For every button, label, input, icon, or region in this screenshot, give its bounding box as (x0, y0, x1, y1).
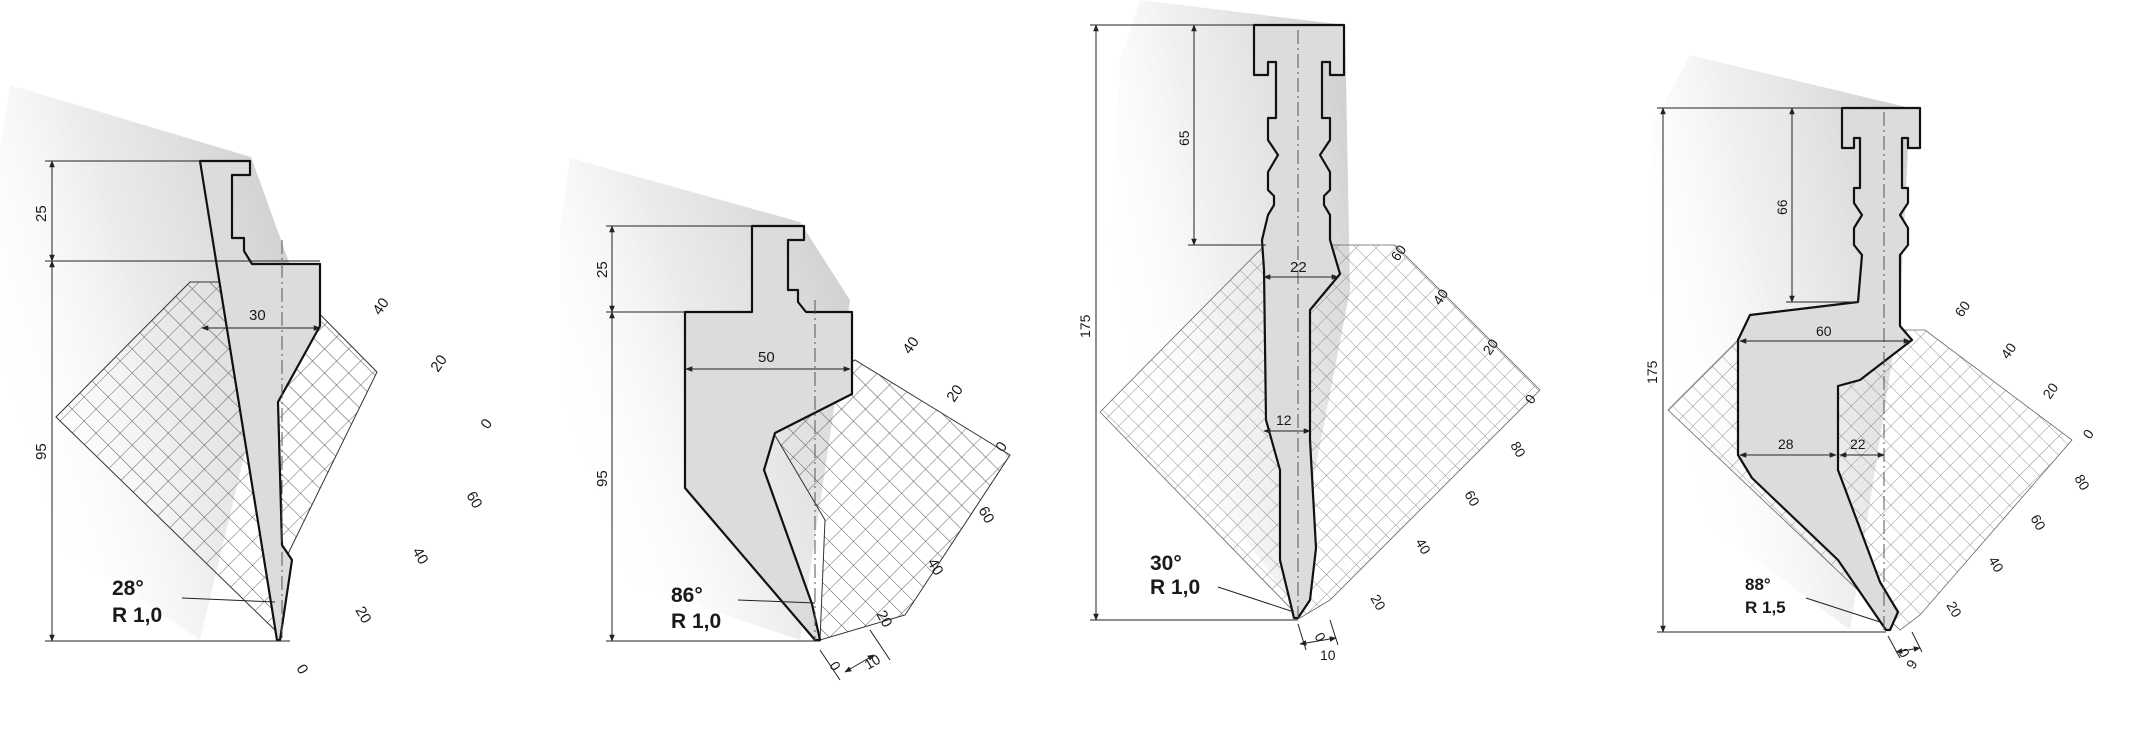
tool-4-width-right: 22 (1850, 436, 1866, 452)
tool-3-height-shank: 65 (1176, 130, 1192, 146)
svg-text:80: 80 (1507, 439, 1529, 461)
tool-3-width-upper: 22 (1290, 259, 1307, 276)
tool-1-profile (198, 159, 322, 642)
tool-2-tip-width: 10 (862, 651, 884, 673)
tool-4-dim-tip (1895, 646, 1921, 654)
tool-3-height-total: 175 (1077, 314, 1093, 338)
tool-1-radius: R 1,0 (112, 604, 162, 627)
tool-4-tip-offset: 0 (1895, 646, 1913, 661)
svg-text:60: 60 (1461, 488, 1483, 510)
tool-3-radius: R 1,0 (1150, 576, 1200, 599)
svg-text:60: 60 (1951, 298, 1973, 320)
tool-4-punch: 175 66 60 28 22 88° R 1,5 0 9 20 40 60 8… (1644, 55, 2097, 672)
svg-text:40: 40 (409, 545, 432, 568)
tool-3-tip-width: 10 (1320, 647, 1336, 663)
tool-2-bend-grid (759, 359, 1011, 641)
svg-text:60: 60 (975, 504, 998, 527)
tool-1-width: 30 (249, 307, 266, 324)
tool-3-tip-offset: 0 (1311, 630, 1329, 645)
tool-3-grid-scale-left: 20 40 60 80 (1367, 439, 1529, 614)
tool-3-angle: 30° (1150, 552, 1182, 575)
tool-4-grid-scale-left: 20 40 60 80 (1943, 472, 2093, 621)
tool-2-tip-offset: 0 (826, 659, 844, 674)
svg-text:40: 40 (1412, 536, 1434, 558)
svg-text:0: 0 (2079, 426, 2097, 442)
svg-text:20: 20 (943, 382, 966, 405)
tool-4-profile (1736, 106, 1922, 632)
svg-text:20: 20 (1943, 599, 1965, 621)
svg-text:20: 20 (1367, 592, 1389, 614)
tool-1-grid-scale-right: 0 20 40 (369, 295, 496, 432)
svg-text:40: 40 (899, 334, 922, 357)
svg-text:0: 0 (477, 416, 496, 433)
svg-text:20: 20 (427, 352, 450, 375)
tool-3-dim-tip (1299, 636, 1337, 646)
tool-4-tip-width: 9 (1903, 657, 1921, 672)
svg-text:40: 40 (369, 295, 392, 318)
svg-text:20: 20 (2039, 380, 2061, 402)
tool-2-profile (683, 224, 854, 642)
tool-2-height-top: 25 (594, 261, 611, 278)
tool-4-height-total: 175 (1644, 360, 1660, 384)
tool-1-grid-scale-left: 0 20 40 60 (293, 489, 486, 678)
tool-2-width: 50 (758, 349, 775, 366)
tool-2-angle: 86° (671, 584, 703, 607)
svg-text:40: 40 (1997, 340, 2019, 362)
svg-text:40: 40 (924, 556, 947, 579)
tool-4-angle: 88° (1745, 575, 1771, 594)
tool-1-height-main: 95 (33, 443, 50, 460)
svg-text:60: 60 (463, 489, 486, 512)
tool-2-grid-scale-left: 20 40 60 (873, 504, 998, 631)
tool-3-punch: 175 65 22 12 30° R 1,0 0 10 20 40 60 80 … (1077, 0, 1541, 663)
svg-text:20: 20 (352, 604, 375, 627)
tool-2-dim-tip (844, 654, 875, 673)
svg-text:40: 40 (1985, 554, 2007, 576)
svg-text:80: 80 (2071, 472, 2093, 494)
tool-1-height-top: 25 (33, 205, 50, 222)
svg-text:20: 20 (873, 608, 896, 631)
tool-1-punch: 25 95 30 28° R 1,0 0 20 40 60 0 20 40 (0, 85, 496, 677)
tool-4-width-left: 28 (1778, 436, 1794, 452)
tool-4-radius: R 1,5 (1745, 598, 1786, 617)
tool-4-height-shank: 66 (1774, 199, 1790, 215)
svg-text:60: 60 (2027, 512, 2049, 534)
svg-text:0: 0 (293, 662, 312, 678)
tool-2-radius: R 1,0 (671, 610, 721, 633)
tool-2-punch: 25 95 50 86° R 1,0 0 10 20 40 60 0 20 40 (560, 158, 1011, 681)
tool-3-width-lower: 12 (1276, 412, 1292, 428)
tool-2-height-main: 95 (594, 470, 611, 487)
tool-1-angle: 28° (112, 577, 144, 600)
tool-4-width-upper: 60 (1816, 323, 1832, 339)
